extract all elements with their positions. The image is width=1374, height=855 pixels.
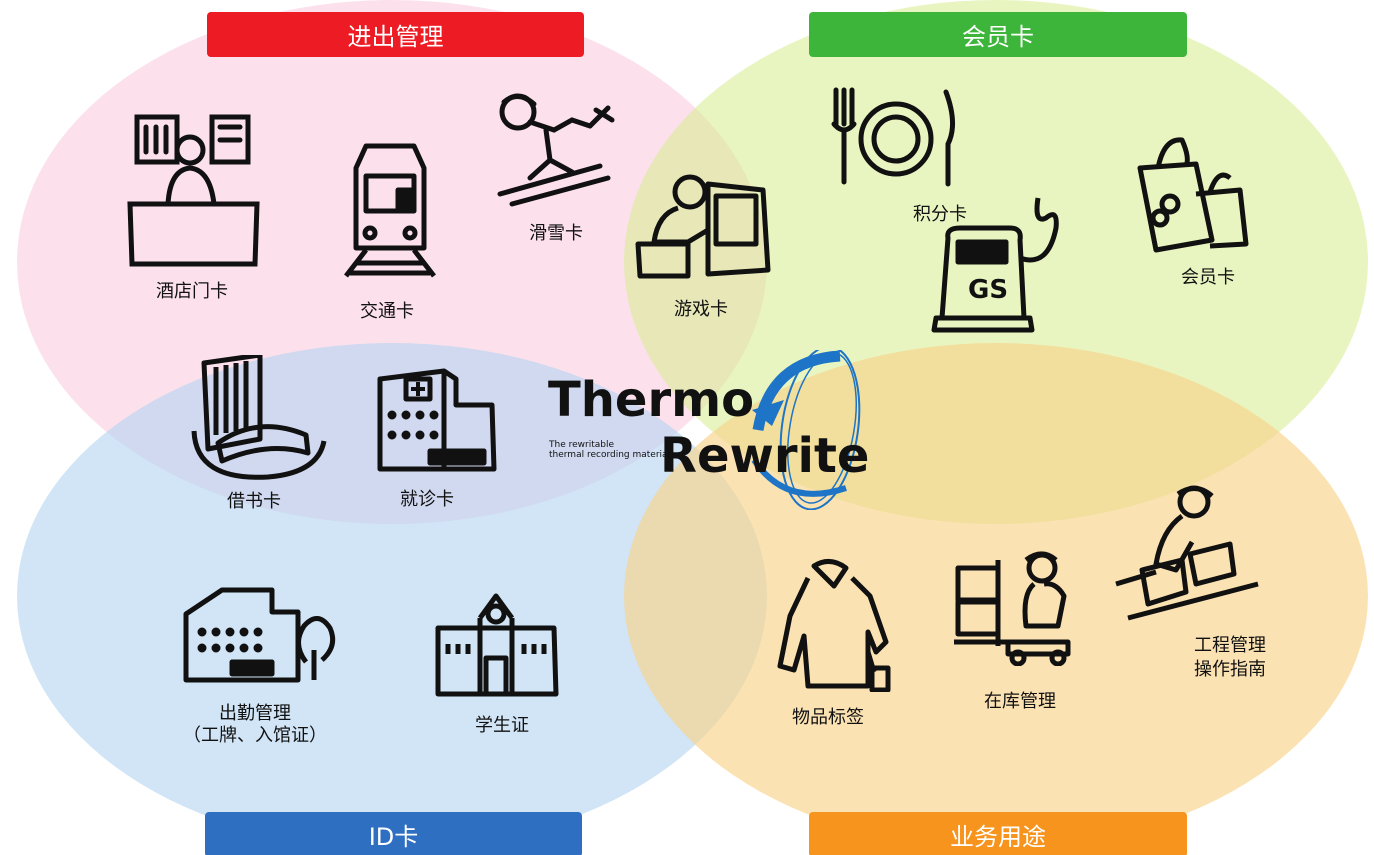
inventory-label: 在库管理 bbox=[984, 691, 1056, 712]
member-label: 会员卡 bbox=[1181, 267, 1235, 288]
category-business-bar: 业务用途 bbox=[809, 812, 1187, 855]
process-label-line2: 操作指南 bbox=[1194, 659, 1266, 680]
logo-word-thermo: Thermo bbox=[548, 372, 755, 428]
office-building-icon bbox=[183, 587, 336, 683]
student-label: 学生证 bbox=[475, 715, 529, 736]
logo-word-rewrite: Rewrite bbox=[660, 428, 870, 484]
category-entry-label: 进出管理 bbox=[347, 23, 444, 51]
books-icon bbox=[191, 355, 327, 480]
category-id-bar: ID卡 bbox=[205, 812, 582, 855]
game-label: 游戏卡 bbox=[674, 299, 728, 320]
coat-tag-icon bbox=[777, 559, 891, 692]
ski-label: 滑雪卡 bbox=[529, 223, 583, 244]
hotel-label: 酒店门卡 bbox=[156, 281, 228, 302]
plate-cutlery-icon bbox=[831, 87, 955, 187]
transit-label: 交通卡 bbox=[360, 301, 414, 322]
rewrite-swirl-icon bbox=[751, 350, 861, 510]
process-label-line1: 工程管理 bbox=[1194, 635, 1266, 656]
arcade-player-icon bbox=[635, 174, 771, 279]
thermo-rewrite-logo: Thermo Rewrite The rewritable thermal re… bbox=[540, 350, 870, 510]
clinic-label: 就诊卡 bbox=[400, 489, 454, 510]
hotel-reception-icon bbox=[127, 114, 260, 267]
forklift-worker-icon bbox=[954, 551, 1071, 666]
library-label: 借书卡 bbox=[227, 491, 281, 512]
category-entry-bar: 进出管理 bbox=[207, 12, 584, 57]
shopping-bags-icon bbox=[1137, 137, 1249, 253]
school-building-icon bbox=[435, 593, 559, 697]
category-member-label: 会员卡 bbox=[962, 23, 1034, 51]
attendance-label-line1: 出勤管理 bbox=[219, 703, 291, 724]
id-circle bbox=[17, 343, 767, 849]
gas-pump-icon: GS bbox=[931, 197, 1059, 333]
hospital-icon bbox=[377, 368, 497, 472]
points-label: 积分卡 bbox=[913, 204, 967, 225]
factory-worker-icon bbox=[1115, 485, 1259, 621]
logo-tagline-line2: thermal recording material bbox=[549, 450, 671, 460]
skier-icon bbox=[497, 93, 615, 207]
category-id-label: ID卡 bbox=[368, 823, 419, 851]
train-icon bbox=[344, 143, 436, 278]
category-business-label: 业务用途 bbox=[950, 823, 1046, 851]
category-member-bar: 会员卡 bbox=[809, 12, 1187, 57]
logo-tagline-line1: The rewritable bbox=[549, 440, 614, 450]
svg-text:GS: GS bbox=[968, 275, 1008, 305]
goods-label: 物品标签 bbox=[792, 707, 864, 728]
attendance-label-line2: （工牌、入馆证） bbox=[183, 725, 327, 746]
